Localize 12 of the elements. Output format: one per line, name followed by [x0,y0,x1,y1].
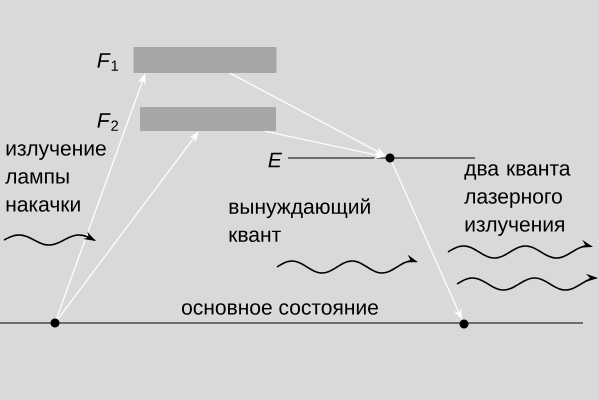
level-label: основное состояние [182,303,378,315]
energy-band [134,47,276,73]
level-dot [386,154,394,162]
label-text: E [268,152,282,168]
level-label: F$_{2}$ [97,113,118,131]
level-dot [460,320,468,328]
energy-band [140,107,276,131]
level-dot [50,318,60,328]
caption-text: вынуждающий квант [230,198,370,242]
level-label: F$_{1}$ [97,53,118,71]
caption-text: излучение лампы накачки [5,144,106,212]
caption-text: два кванта лазерного излучения [464,164,570,236]
